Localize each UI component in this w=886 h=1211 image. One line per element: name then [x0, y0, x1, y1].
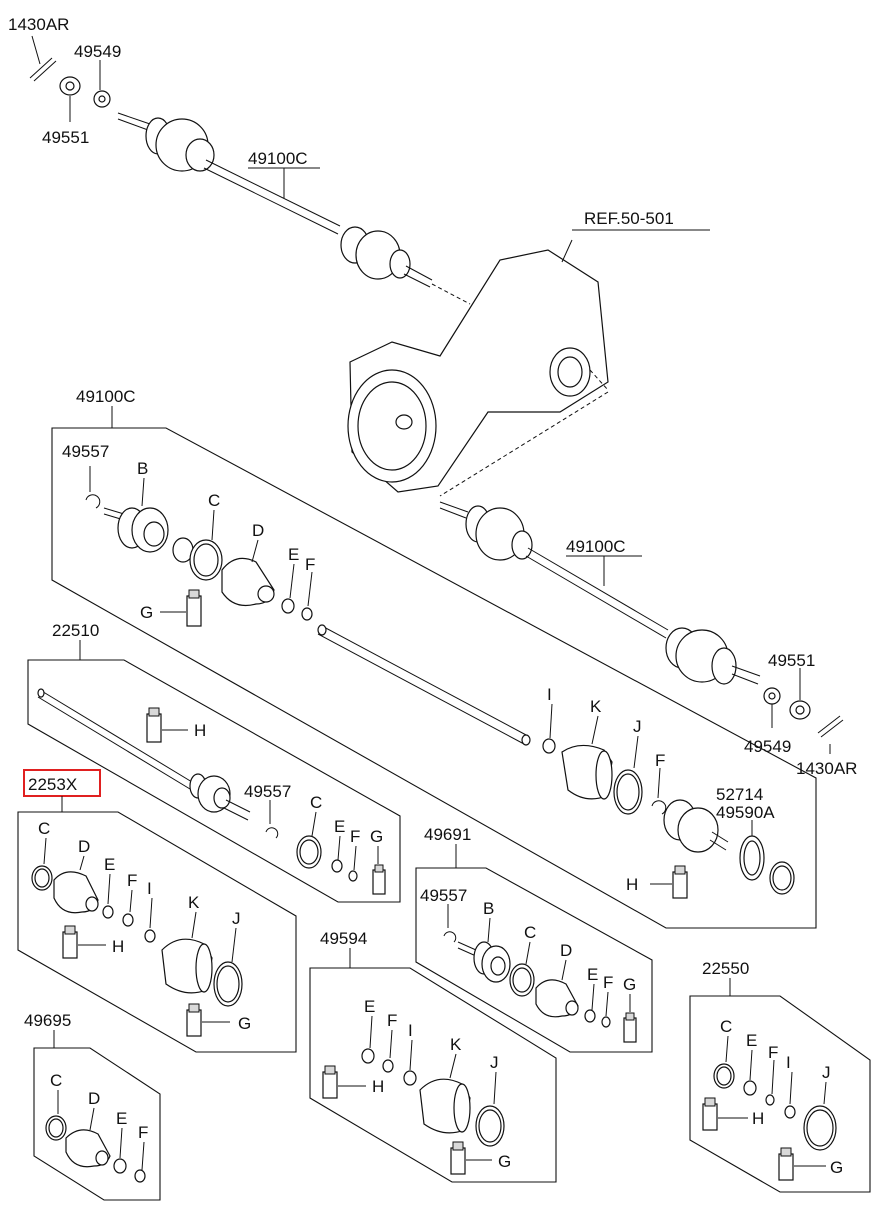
label-49691-49557: 49557: [420, 886, 467, 905]
label-49695-group: 49695: [24, 1011, 71, 1030]
label-2253x-group: 2253X: [28, 775, 77, 794]
label-22550-i: I: [786, 1053, 791, 1072]
group-49594-parts: [322, 1015, 505, 1175]
label-main-e: E: [288, 545, 299, 564]
label-main-d: D: [252, 521, 264, 540]
label-22550-g: G: [830, 1158, 843, 1177]
label-49594-j: J: [490, 1053, 499, 1072]
label-2253x-f: F: [127, 871, 137, 890]
label-49691-f: F: [603, 973, 613, 992]
label-2253x-d: D: [78, 837, 90, 856]
label-49691-c: C: [524, 923, 536, 942]
main-kit-parts: [85, 466, 795, 899]
label-49691-b: B: [483, 899, 494, 918]
label-49695-c: C: [50, 1071, 62, 1090]
label-49695-d: D: [88, 1089, 100, 1108]
group-box-49100c: [51, 427, 817, 929]
label-49594-e: E: [364, 997, 375, 1016]
label-22510-c: C: [310, 793, 322, 812]
label-2253x-e: E: [104, 855, 115, 874]
label-49691-d: D: [560, 941, 572, 960]
top-drive-shaft: [117, 112, 471, 305]
label-2253x-h: H: [112, 937, 124, 956]
label-49594-group: 49594: [320, 929, 367, 948]
label-main-f: F: [305, 555, 315, 574]
label-22510-f: F: [350, 827, 360, 846]
label-49100c-top: 49100C: [248, 149, 308, 168]
label-main-b: B: [137, 459, 148, 478]
label-main-g: G: [140, 603, 153, 622]
label-2253x-i: I: [147, 879, 152, 898]
label-main-i: I: [547, 685, 552, 704]
differential-housing: [347, 229, 710, 497]
label-22510-49557: 49557: [244, 782, 291, 801]
label-22550-f: F: [768, 1043, 778, 1062]
group-box-22510: [27, 659, 401, 903]
label-22550-e: E: [746, 1031, 757, 1050]
label-main-j: J: [633, 717, 642, 736]
group-2253x-parts: [31, 837, 243, 1037]
label-main-c: C: [208, 491, 220, 510]
right-drive-shaft: [439, 501, 844, 738]
label-2253x-k: K: [188, 893, 200, 912]
label-49594-h: H: [372, 1077, 384, 1096]
group-box-22550: [689, 995, 871, 1193]
label-2253x-j: J: [232, 909, 241, 928]
group-49695-parts: [45, 1090, 146, 1183]
label-49590a: 49590A: [716, 803, 775, 822]
label-1430ar-top: 1430AR: [8, 15, 69, 34]
label-49549-top: 49549: [74, 42, 121, 61]
label-22550-j: J: [822, 1063, 831, 1082]
label-22550-c: C: [720, 1017, 732, 1036]
label-main-f2: F: [655, 751, 665, 770]
label-49551-right: 49551: [768, 651, 815, 670]
group-22510-parts: [37, 688, 386, 895]
label-49691-group: 49691: [424, 825, 471, 844]
label-22510-group: 22510: [52, 621, 99, 640]
label-22510-g: G: [370, 827, 383, 846]
label-22510-h: H: [194, 721, 206, 740]
label-49594-f: F: [387, 1011, 397, 1030]
label-22510-e: E: [334, 817, 345, 836]
label-52714: 52714: [716, 785, 763, 804]
group-box-2253x: [17, 811, 297, 1053]
label-2253x-g: G: [238, 1014, 251, 1033]
label-49594-k: K: [450, 1035, 462, 1054]
label-49594-g: G: [498, 1152, 511, 1171]
label-2253x-c: C: [38, 819, 50, 838]
label-main-49557: 49557: [62, 442, 109, 461]
group-box-49691: [415, 867, 653, 1053]
label-49551-top: 49551: [42, 128, 89, 147]
label-49594-i: I: [408, 1021, 413, 1040]
top-fasteners: [29, 35, 111, 122]
label-49691-g: G: [623, 975, 636, 994]
label-49695-e: E: [116, 1109, 127, 1128]
group-49691-parts: [443, 904, 637, 1043]
label-49691-e: E: [587, 965, 598, 984]
label-49100c-group: 49100C: [76, 387, 136, 406]
label-49100c-right: 49100C: [566, 537, 626, 556]
label-22550-h: H: [752, 1109, 764, 1128]
group-box-49695: [33, 1047, 161, 1201]
label-49549-right: 49549: [744, 737, 791, 756]
label-main-k: K: [590, 697, 602, 716]
label-main-h: H: [626, 875, 638, 894]
label-49695-f: F: [138, 1123, 148, 1142]
label-ref-50-501: REF.50-501: [584, 209, 674, 228]
label-22550-group: 22550: [702, 959, 749, 978]
group-box-49594: [309, 967, 557, 1183]
group-22550-parts: [702, 1035, 837, 1181]
label-1430ar-right: 1430AR: [796, 759, 857, 778]
